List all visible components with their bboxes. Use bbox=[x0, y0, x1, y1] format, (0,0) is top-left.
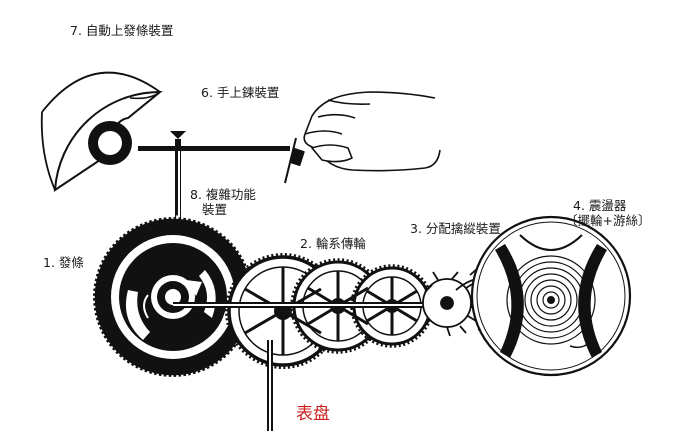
label-escapement: 3. 分配擒縱裝置 bbox=[410, 221, 501, 236]
label-manual-winding: 6. 手上鍊裝置 bbox=[201, 85, 280, 100]
balance-wheel bbox=[470, 215, 632, 377]
label-oscillator-line1: 4. 震盪器 bbox=[573, 198, 627, 213]
label-dial: 表盘 bbox=[296, 404, 330, 424]
label-complication-line1: 8. 複雜功能 bbox=[190, 187, 256, 202]
hand-icon bbox=[284, 91, 441, 184]
label-auto-winding: 7. 自動上發條裝置 bbox=[70, 23, 174, 38]
label-complication: 8. 複雜功能 裝置 bbox=[190, 187, 260, 217]
label-complication-line2: 裝置 bbox=[202, 202, 228, 217]
mainspring-barrel bbox=[91, 215, 255, 379]
label-oscillator-line2: 〔擺輪+游絲〕 bbox=[565, 213, 651, 228]
label-mainspring: 1. 發條 bbox=[43, 255, 84, 270]
winding-rotor-icon bbox=[40, 71, 163, 192]
label-oscillator: 4. 震盪器 〔擺輪+游絲〕 bbox=[565, 198, 675, 228]
gear-train bbox=[225, 253, 434, 369]
label-gear-train: 2. 輪系傳輪 bbox=[300, 236, 366, 251]
pointer-triangle-icon bbox=[170, 131, 186, 139]
